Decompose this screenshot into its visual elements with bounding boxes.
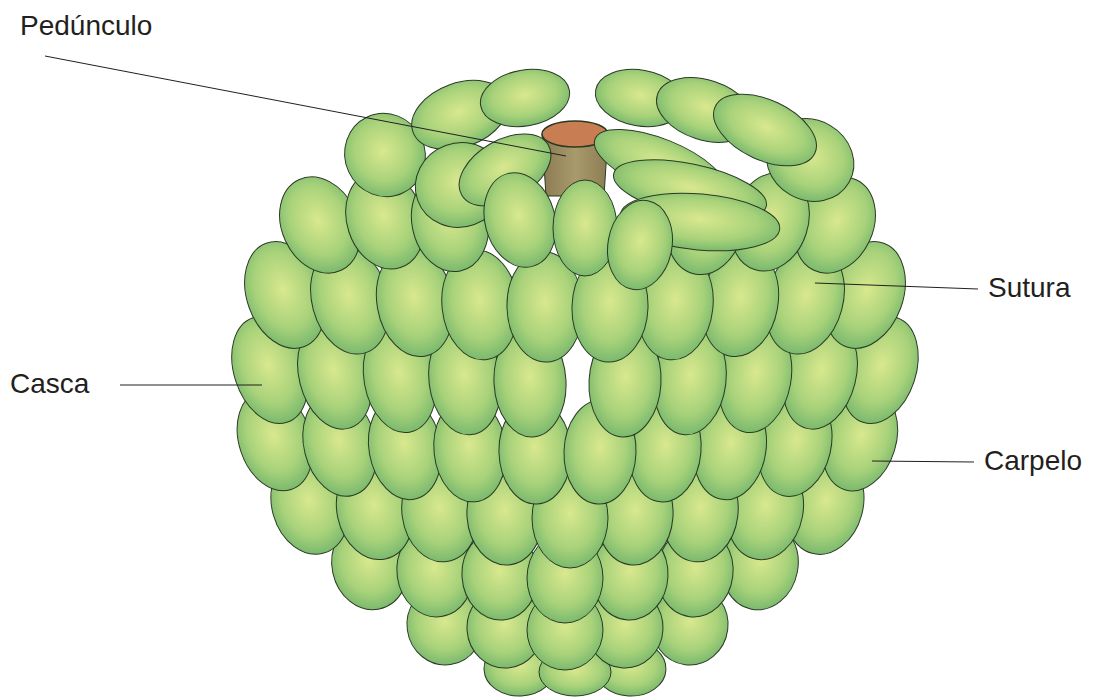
leader-line: [872, 461, 974, 462]
leader-line: [45, 56, 566, 156]
part-label: Casca: [10, 368, 89, 400]
leader-line: [120, 385, 262, 386]
carpel-group: [219, 63, 931, 698]
leader-line: [815, 283, 978, 289]
part-label: Carpelo: [984, 445, 1082, 477]
part-label: Pedúnculo: [20, 10, 152, 42]
part-label: Sutura: [988, 272, 1071, 304]
leader-lines: [45, 56, 978, 462]
carpel-front-fan: [403, 115, 782, 295]
